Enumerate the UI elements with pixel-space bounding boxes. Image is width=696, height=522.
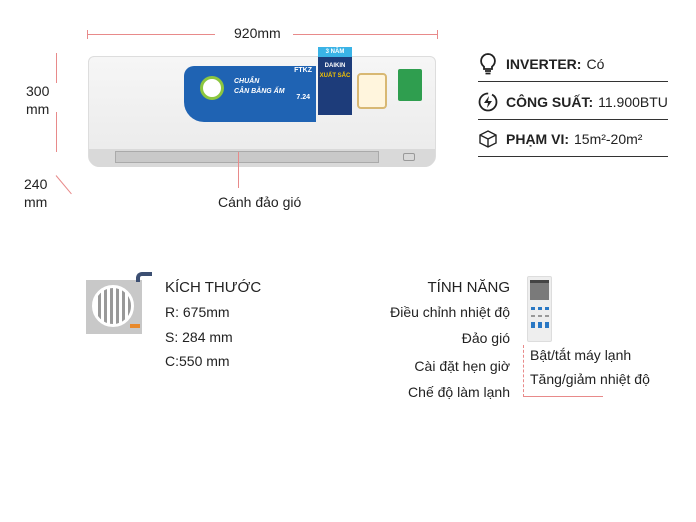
depth-value: 240 [24, 176, 48, 192]
spec-value: Có [586, 55, 605, 72]
outdoor-title: KÍCH THƯỚC [165, 279, 262, 296]
width-label: 920mm [234, 25, 281, 41]
outdoor-r: R: 675mm [165, 304, 230, 320]
height-unit: mm [26, 101, 50, 117]
cube-icon [479, 129, 497, 148]
sensor-window [403, 153, 415, 161]
hybrid-badge [200, 76, 224, 100]
remote-icon [527, 276, 552, 342]
spec-range: PHẠM VI: 15m²-20m² [478, 121, 668, 157]
spec-label: INVERTER: [506, 55, 582, 72]
remote-bracket-base [523, 396, 603, 397]
features-title: TÍNH NĂNG [427, 279, 511, 296]
lightning-icon [478, 92, 498, 111]
lightbulb-icon [480, 52, 496, 74]
brand-text: DAIKIN [324, 63, 346, 69]
flap-pointer-line [238, 152, 239, 188]
remote-screen [530, 280, 549, 300]
feature-item: Chế độ làm lạnh [408, 384, 510, 400]
width-dimension-line-left [87, 34, 215, 35]
quality-badge [357, 73, 387, 109]
remote-feature: Bật/tắt máy lạnh [530, 347, 632, 363]
air-vent [115, 151, 379, 163]
energy-label [398, 69, 422, 101]
remote-bracket-line [523, 345, 524, 397]
spec-power: CÔNG SUẤT:11.900BTU [478, 84, 668, 120]
depth-label: 240 mm [24, 175, 47, 211]
award-text: XUẤT SẮC [319, 73, 351, 79]
feature-item: Cài đặt hẹn giờ [414, 358, 510, 374]
feature-item: Điều chỉnh nhiệt độ [390, 304, 510, 320]
tick [87, 30, 88, 39]
height-dimension-line [56, 53, 57, 83]
spec-value: 11.900BTU [598, 93, 668, 110]
remote-buttons [531, 322, 549, 328]
spec-inverter: INVERTER:Có [478, 46, 668, 82]
depth-unit: mm [24, 194, 48, 210]
headline2: CÂN BẰNG ẤM [234, 88, 285, 95]
width-dimension-line-right [293, 34, 438, 35]
remote-buttons [531, 315, 549, 317]
height-dimension-line [56, 112, 57, 152]
height-value: 300 [26, 83, 50, 99]
model-text: FTKZ [294, 67, 312, 74]
outdoor-unit-icon [86, 280, 142, 334]
depth-dimension-line [55, 175, 72, 195]
spec-label: CÔNG SUẤT: [506, 93, 594, 110]
fan-grille [92, 285, 134, 327]
outdoor-s: S: 284 mm [165, 329, 233, 345]
outdoor-accent [130, 324, 140, 328]
flap-label: Cánh đảo gió [218, 194, 302, 210]
indoor-unit: FTKZ CHUẨN CÂN BẰNG ẤM 7.24 3 NĂM DAIKIN… [88, 47, 436, 167]
warranty-sticker: 3 NĂM DAIKIN XUẤT SẮC [318, 47, 352, 115]
headline1: CHUẨN [234, 78, 260, 85]
remote-feature: Tăng/giảm nhiệt độ [530, 371, 650, 387]
rating-text: 7.24 [296, 94, 310, 101]
remote-buttons [531, 307, 549, 310]
warranty-text: 3 NĂM [318, 47, 352, 57]
spec-label: PHẠM VI: [506, 130, 569, 147]
spec-value: 15m²-20m² [574, 130, 643, 147]
feature-item: Đảo gió [461, 330, 510, 346]
height-label: 300 mm [26, 82, 49, 118]
outdoor-c: C:550 mm [165, 353, 230, 369]
pipe [136, 272, 152, 282]
tick [437, 30, 438, 39]
model-sticker: FTKZ CHUẨN CÂN BẰNG ẤM 7.24 [184, 66, 316, 122]
